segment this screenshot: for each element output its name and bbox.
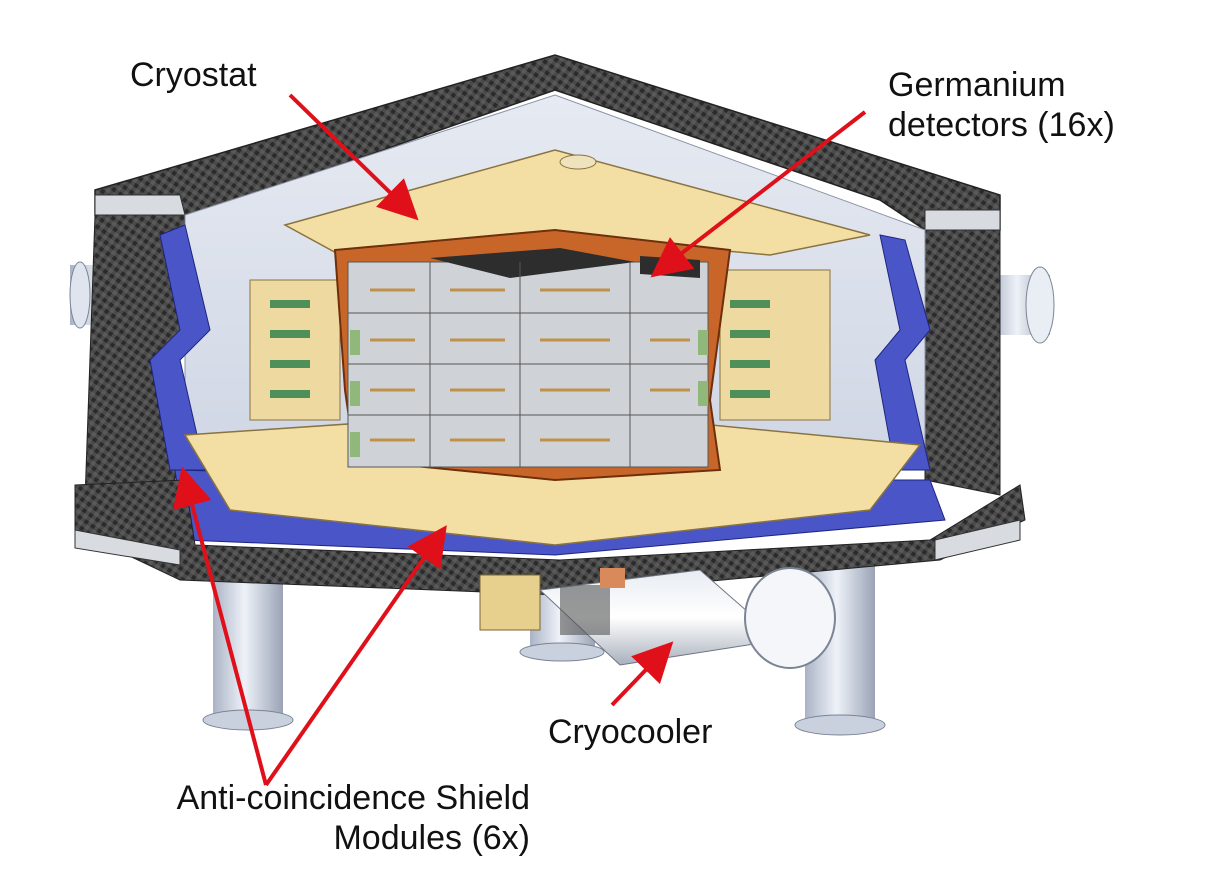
label-cryocooler: Cryocooler [548, 713, 713, 751]
cryocooler-unit [479, 567, 836, 669]
arrow-germanium [650, 110, 867, 278]
carbon-base-ring [74, 479, 1026, 596]
arrow-shield-left [172, 466, 268, 786]
germanium-detector-array [347, 248, 709, 468]
label-germanium-line1: Germanium [888, 66, 1066, 104]
carbon-shell [84, 54, 1001, 501]
left-side-modules [249, 279, 341, 421]
label-cryostat: Cryostat [130, 56, 257, 94]
lid-port [559, 154, 597, 170]
right-side-modules [719, 269, 831, 421]
label-shield-line2: Modules (6x) [333, 819, 530, 857]
callout-arrows [172, 93, 867, 787]
label-shield-line1: Anti-coincidence Shield [176, 779, 530, 817]
arrow-cryocooler [610, 641, 674, 707]
arrow-cryostat [288, 93, 419, 221]
label-germanium-line2: detectors (16x) [888, 106, 1115, 144]
label-germanium-detectors: Germanium detectors (16x) [888, 65, 1115, 145]
arrow-shield-right [264, 525, 447, 787]
label-anti-coincidence-shield: Anti-coincidence Shield Modules (6x) [130, 778, 530, 858]
